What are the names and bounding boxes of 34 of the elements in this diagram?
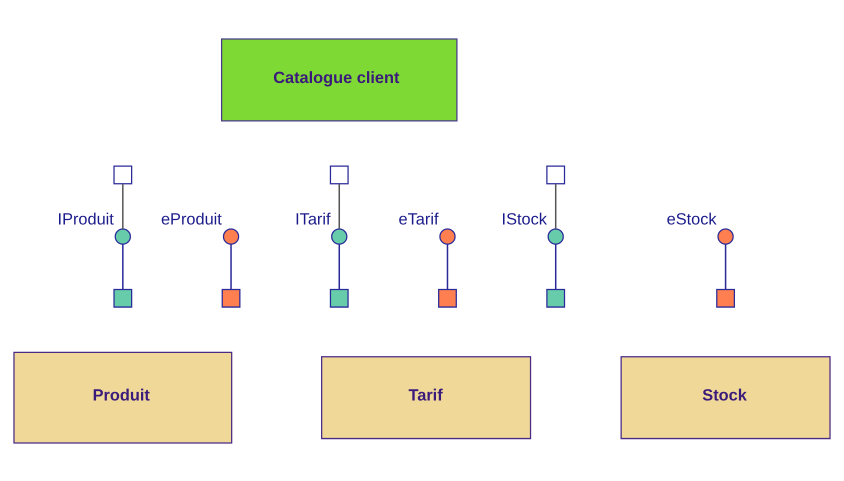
connector [554,183,556,228]
node-box [438,288,457,308]
node-circle [439,228,456,244]
node-box [546,165,566,184]
node-circle [114,228,131,244]
node-box [330,288,349,308]
node-box [716,288,736,308]
connector [554,244,556,289]
connector [724,244,726,289]
node-box [222,288,240,308]
node-box: Produit [13,351,232,444]
connector [338,183,340,228]
node-box [546,288,566,308]
connector [122,183,124,228]
node-circle [222,228,240,244]
connector [230,244,232,289]
connector [338,244,340,289]
node-label: IProduit [58,210,114,228]
node-box [113,165,132,184]
node-box: Catalogue client [220,38,458,121]
node-circle [548,228,564,244]
node-box [330,165,349,184]
node-box: Stock [620,356,831,439]
node-label: eTarif [398,210,439,228]
node-circle [717,228,734,244]
node-label: ITarif [295,210,331,228]
node-label: eProduit [160,210,222,228]
connector [122,244,124,289]
node-box [113,288,132,308]
node-box: Tarif [321,356,532,439]
connector [446,244,448,289]
node-label: eStock [666,210,717,228]
node-label: IStock [502,210,547,228]
node-circle [331,228,348,244]
